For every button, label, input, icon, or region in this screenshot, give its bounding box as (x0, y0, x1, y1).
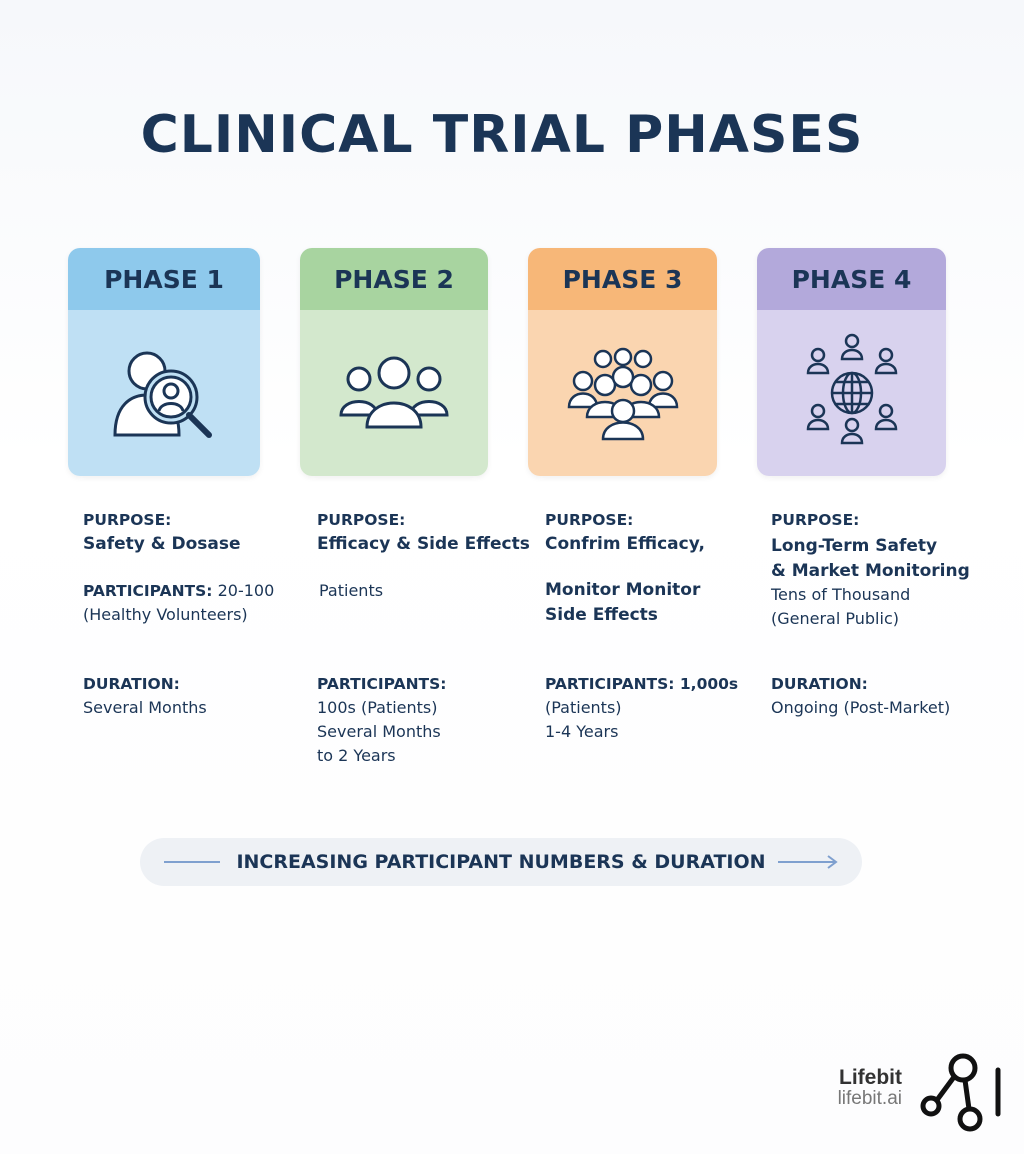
left-line-icon (164, 861, 220, 863)
phase-1-participants: PARTICIPANTS: 20-100 (83, 579, 274, 603)
person-magnifier-icon (68, 310, 260, 476)
lifebit-logo-icon (920, 1053, 1001, 1132)
phase-1-purpose: Safety & Dosase (83, 534, 241, 554)
brand-url: lifebit.ai (837, 1088, 902, 1109)
phase-1-participants-value: 20-100 (217, 581, 275, 600)
phase-1-header: PHASE 1 (68, 248, 260, 310)
phase-4-duration-label: DURATION: (771, 675, 868, 693)
phase-1-card: PHASE 1 (68, 248, 260, 476)
phase-1-purpose-label: PURPOSE: (83, 511, 172, 529)
arrow-right-icon (778, 855, 838, 869)
phase-2-participants-label: PARTICIPANTS: (317, 675, 447, 693)
phase-4-participants: Tens of Thousand (771, 585, 911, 604)
phase-2-participants: 100s (Patients) (317, 698, 438, 717)
phase-3-card: PHASE 3 (528, 248, 717, 476)
small-group-icon (300, 310, 488, 476)
phase-1-duration: Several Months (83, 698, 207, 717)
phase-2-duration: Several Months (317, 722, 441, 741)
phase-4-purpose-label: PURPOSE: (771, 511, 860, 529)
phase-3-purpose: Confrim Efficacy, (545, 534, 705, 554)
phase-2-purpose: Efficacy & Side Effects (317, 534, 530, 554)
page-title: CLINICAL TRIAL PHASES (140, 105, 864, 165)
phase-4-purpose-2: & Market Monitoring (771, 561, 970, 581)
phase-1-participants-note: (Healthy Volunteers) (83, 605, 248, 624)
phase-1-participants-label: PARTICIPANTS: (83, 582, 213, 600)
brand: Lifebit lifebit.ai (838, 1066, 902, 1110)
phase-3-purpose-3: Side Effects (545, 605, 658, 625)
phase-2-patients: Patients (319, 581, 384, 600)
brand-name: Lifebit (839, 1066, 902, 1089)
phase-4-participants-note: (General Public) (771, 609, 899, 628)
phase-4-card: PHASE 4 (757, 248, 946, 476)
phase-4-header: PHASE 4 (757, 248, 946, 310)
phase-2-card: PHASE 2 (300, 248, 488, 476)
phase-1-duration-label: DURATION: (83, 675, 180, 693)
phase-3-duration: 1-4 Years (545, 722, 619, 741)
phase-3-participants-note: (Patients) (545, 698, 622, 717)
phase-4-purpose: Long-Term Safety (771, 536, 938, 556)
phase-2-purpose-label: PURPOSE: (317, 511, 406, 529)
global-population-icon (757, 310, 946, 476)
phase-3-header: PHASE 3 (528, 248, 717, 310)
phase-3-participants: PARTICIPANTS: 1,000s (545, 675, 739, 693)
phase-3-purpose-2: Monitor Monitor (545, 580, 701, 600)
phase-2-header: PHASE 2 (300, 248, 488, 310)
large-group-icon (528, 310, 717, 476)
progression-label: INCREASING PARTICIPANT NUMBERS & DURATIO… (236, 851, 766, 873)
phase-3-purpose-label: PURPOSE: (545, 511, 634, 529)
progression-banner: INCREASING PARTICIPANT NUMBERS & DURATIO… (140, 838, 862, 886)
phase-2-duration-cont: to 2 Years (317, 746, 396, 765)
phase-4-duration: Ongoing (Post-Market) (771, 698, 951, 717)
